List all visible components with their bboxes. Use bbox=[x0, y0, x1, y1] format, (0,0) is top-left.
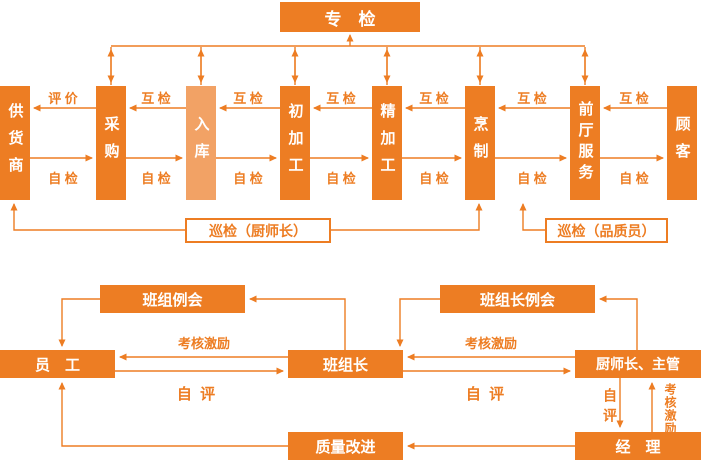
label-self-inspection-1: 自 检 bbox=[48, 171, 78, 186]
label-self-inspection-6: 自 检 bbox=[517, 171, 547, 186]
team-meeting-box: 班组例会 bbox=[100, 285, 245, 313]
label-self-eval-mid: 自 评 bbox=[465, 386, 507, 403]
special-inspection-box: 专 检 bbox=[280, 2, 420, 32]
label-mutual-inspection-4: 互 检 bbox=[419, 91, 449, 106]
connector-chef-to-leader-meeting bbox=[599, 295, 638, 350]
label-mutual-inspection-2: 互 检 bbox=[233, 91, 263, 106]
connector-patrol-quality bbox=[519, 203, 545, 231]
team-leader-box: 班组长 bbox=[288, 350, 403, 378]
station-fine-processing: 精加工 bbox=[372, 86, 402, 200]
label-self-eval-left: 自 评 bbox=[176, 386, 218, 403]
manager-box: 经 理 bbox=[575, 432, 701, 460]
connector-leader-to-team-meeting bbox=[249, 295, 346, 350]
label-self-inspection-3: 自 检 bbox=[233, 171, 263, 186]
quality-improvement-box: 质量改进 bbox=[288, 432, 403, 460]
connector-team-meeting-to-employee bbox=[58, 298, 100, 347]
label-incentive-vertical: 考核激励 bbox=[663, 383, 677, 435]
chef-supervisor-box: 厨师长、主管 bbox=[575, 350, 701, 378]
label-mutual-inspection-5: 互 检 bbox=[517, 91, 547, 106]
station-customer: 顾客 bbox=[667, 86, 697, 200]
label-incentive-left: 考核激励 bbox=[177, 336, 231, 351]
connector-patrol-chef-right bbox=[331, 203, 483, 231]
connector-leader-meeting-to-leader bbox=[396, 298, 440, 347]
label-self-eval-vertical: 自评 bbox=[602, 388, 618, 428]
leader-meeting-box: 班组长例会 bbox=[440, 285, 595, 313]
connector-quality-improvement-to-employee bbox=[58, 382, 288, 447]
employee-box: 员 工 bbox=[0, 350, 115, 378]
patrol-chef-box: 巡检（厨师长） bbox=[185, 218, 331, 243]
label-incentive-mid: 考核激励 bbox=[464, 336, 518, 351]
connector-patrol-chef-left bbox=[10, 203, 185, 231]
station-rough-processing: 初加工 bbox=[280, 86, 310, 200]
label-mutual-inspection-1: 互 检 bbox=[141, 91, 171, 106]
label-mutual-inspection-3: 互 检 bbox=[326, 91, 356, 106]
station-purchasing: 采购 bbox=[96, 86, 126, 200]
station-cooking: 烹制 bbox=[465, 86, 495, 200]
station-front-service: 前厅服务 bbox=[570, 86, 600, 200]
label-self-inspection-5: 自 检 bbox=[419, 171, 449, 186]
station-warehousing: 入库 bbox=[186, 86, 216, 200]
label-mutual-inspection-6: 互 检 bbox=[619, 91, 649, 106]
label-evaluation: 评 价 bbox=[48, 91, 78, 106]
label-self-inspection-4: 自 检 bbox=[326, 171, 356, 186]
station-supplier: 供货商 bbox=[0, 86, 30, 200]
label-self-inspection-7: 自 检 bbox=[619, 171, 649, 186]
patrol-quality-box: 巡检（品质员） bbox=[545, 218, 668, 243]
label-self-inspection-2: 自 检 bbox=[141, 171, 171, 186]
